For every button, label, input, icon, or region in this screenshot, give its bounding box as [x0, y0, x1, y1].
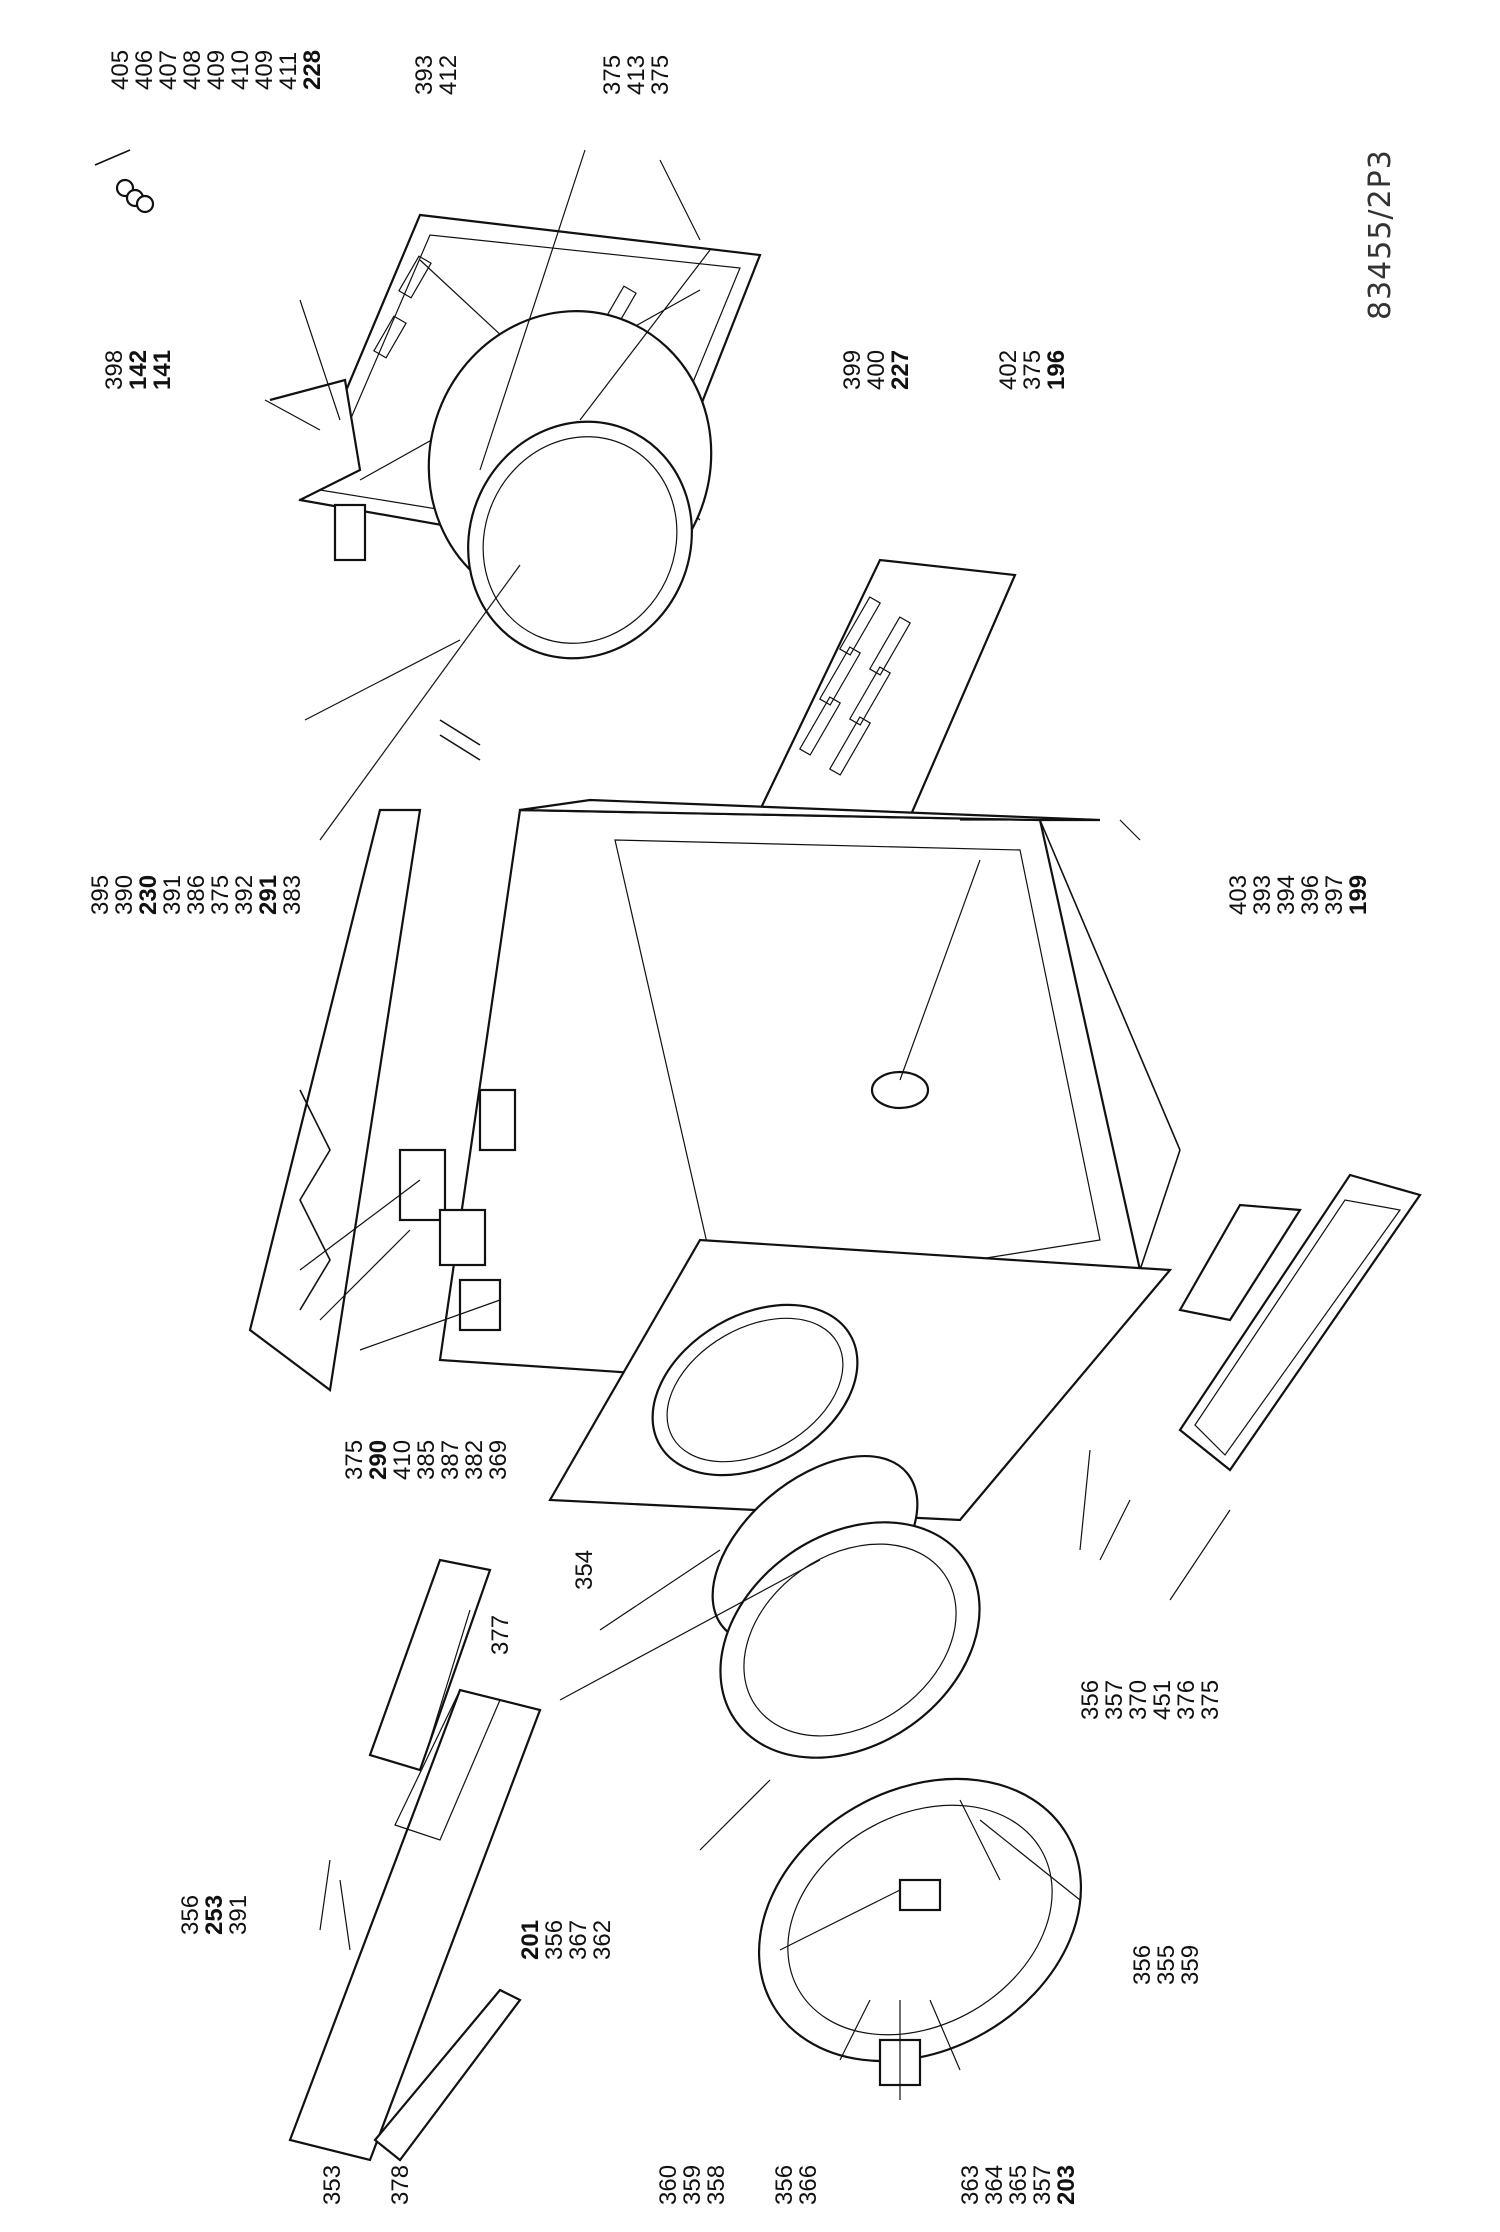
callout-387: 387: [437, 1440, 464, 1480]
callout-370: 370: [1125, 1680, 1152, 1720]
callout-365: 365: [1005, 2165, 1032, 2205]
callout-398: 398: [101, 350, 128, 390]
callout-375: 375: [207, 875, 234, 915]
callout-201: 201: [517, 1920, 544, 1960]
callout-359: 359: [1177, 1945, 1204, 1985]
control-panel: [288, 1688, 542, 2162]
callout-375: 375: [647, 55, 674, 95]
callout-410: 410: [389, 1440, 416, 1480]
callout-410: 410: [227, 50, 254, 90]
callout-230: 230: [135, 875, 162, 915]
callout-399: 399: [839, 350, 866, 390]
reference-code: 83455/2P3: [1363, 149, 1398, 320]
callout-375: 375: [1197, 1680, 1224, 1720]
fan-drum-and-heating-element: [427, 310, 713, 761]
callout-360: 360: [655, 2165, 682, 2205]
callout-353: 353: [319, 2165, 346, 2205]
callout-367: 367: [565, 1920, 592, 1960]
callout-363: 363: [957, 2165, 984, 2205]
callout-356: 356: [1077, 1680, 1104, 1720]
callout-383: 383: [279, 875, 306, 915]
callout-403: 403: [1225, 875, 1252, 915]
callout-391: 391: [225, 1895, 252, 1935]
callout-357: 357: [1029, 2165, 1056, 2205]
callout-359: 359: [679, 2165, 706, 2205]
kick-plate-and-filter: [1178, 1173, 1422, 1472]
callout-228: 228: [299, 50, 326, 90]
front-panel: [548, 1238, 1173, 1522]
callout-405: 405: [107, 50, 134, 90]
callout-354: 354: [571, 1550, 598, 1590]
callout-375: 375: [341, 1440, 368, 1480]
callout-411: 411: [275, 52, 302, 90]
callout-376: 376: [1173, 1680, 1200, 1720]
callout-392: 392: [231, 875, 258, 915]
callout-408: 408: [179, 50, 206, 90]
electronic-board: [368, 1558, 492, 1772]
callout-402: 402: [995, 350, 1022, 390]
callout-356: 356: [541, 1920, 568, 1960]
callout-356: 356: [177, 1895, 204, 1935]
callout-396: 396: [1297, 875, 1324, 915]
callout-407: 407: [155, 50, 182, 90]
callout-377: 377: [487, 1615, 514, 1655]
callout-386: 386: [183, 875, 210, 915]
callout-412: 412: [435, 55, 462, 95]
callout-142: 142: [125, 350, 152, 390]
callout-400: 400: [863, 350, 890, 390]
callout-409: 409: [251, 50, 278, 90]
callout-291: 291: [255, 875, 282, 915]
callout-362: 362: [589, 1920, 616, 1960]
callout-358: 358: [703, 2165, 730, 2205]
callout-409: 409: [203, 50, 230, 90]
callout-141: 141: [149, 350, 176, 390]
callout-385: 385: [413, 1440, 440, 1480]
callout-393: 393: [1249, 875, 1276, 915]
callout-393: 393: [411, 55, 438, 95]
callout-labels: 405 406 407 408 409 410 409 411 228 393 …: [87, 50, 1372, 2205]
callout-290: 290: [365, 1440, 392, 1480]
internal-components: [398, 1088, 517, 1332]
leader-lines: [264, 149, 1231, 2100]
callout-382: 382: [461, 1440, 488, 1480]
callout-397: 397: [1321, 875, 1348, 915]
callout-364: 364: [981, 2165, 1008, 2205]
callout-196: 196: [1043, 350, 1070, 390]
door-assembly: [757, 1777, 1083, 2087]
callout-406: 406: [131, 50, 158, 90]
callout-395: 395: [87, 875, 114, 915]
top-lid: [248, 808, 422, 1392]
callout-253: 253: [201, 1895, 228, 1935]
callout-203: 203: [1053, 2165, 1080, 2205]
callout-366: 366: [795, 2165, 822, 2205]
side-panel: [758, 558, 1017, 842]
callout-378: 378: [387, 2165, 414, 2205]
callout-375: 375: [599, 55, 626, 95]
callout-357: 357: [1101, 1680, 1128, 1720]
callout-375: 375: [1019, 350, 1046, 390]
callout-391: 391: [159, 875, 186, 915]
door-gasket-and-ring: [711, 1454, 981, 1759]
callout-369: 369: [485, 1440, 512, 1480]
callout-356: 356: [1129, 1945, 1156, 1985]
callout-394: 394: [1273, 875, 1300, 915]
callout-355: 355: [1153, 1945, 1180, 1985]
rear-bracket-and-screws: [94, 149, 367, 562]
callout-451: 451: [1149, 1680, 1176, 1720]
callout-390: 390: [111, 875, 138, 915]
callout-199: 199: [1345, 875, 1372, 915]
callout-227: 227: [887, 350, 914, 390]
callout-356: 356: [771, 2165, 798, 2205]
callout-413: 413: [623, 55, 650, 95]
